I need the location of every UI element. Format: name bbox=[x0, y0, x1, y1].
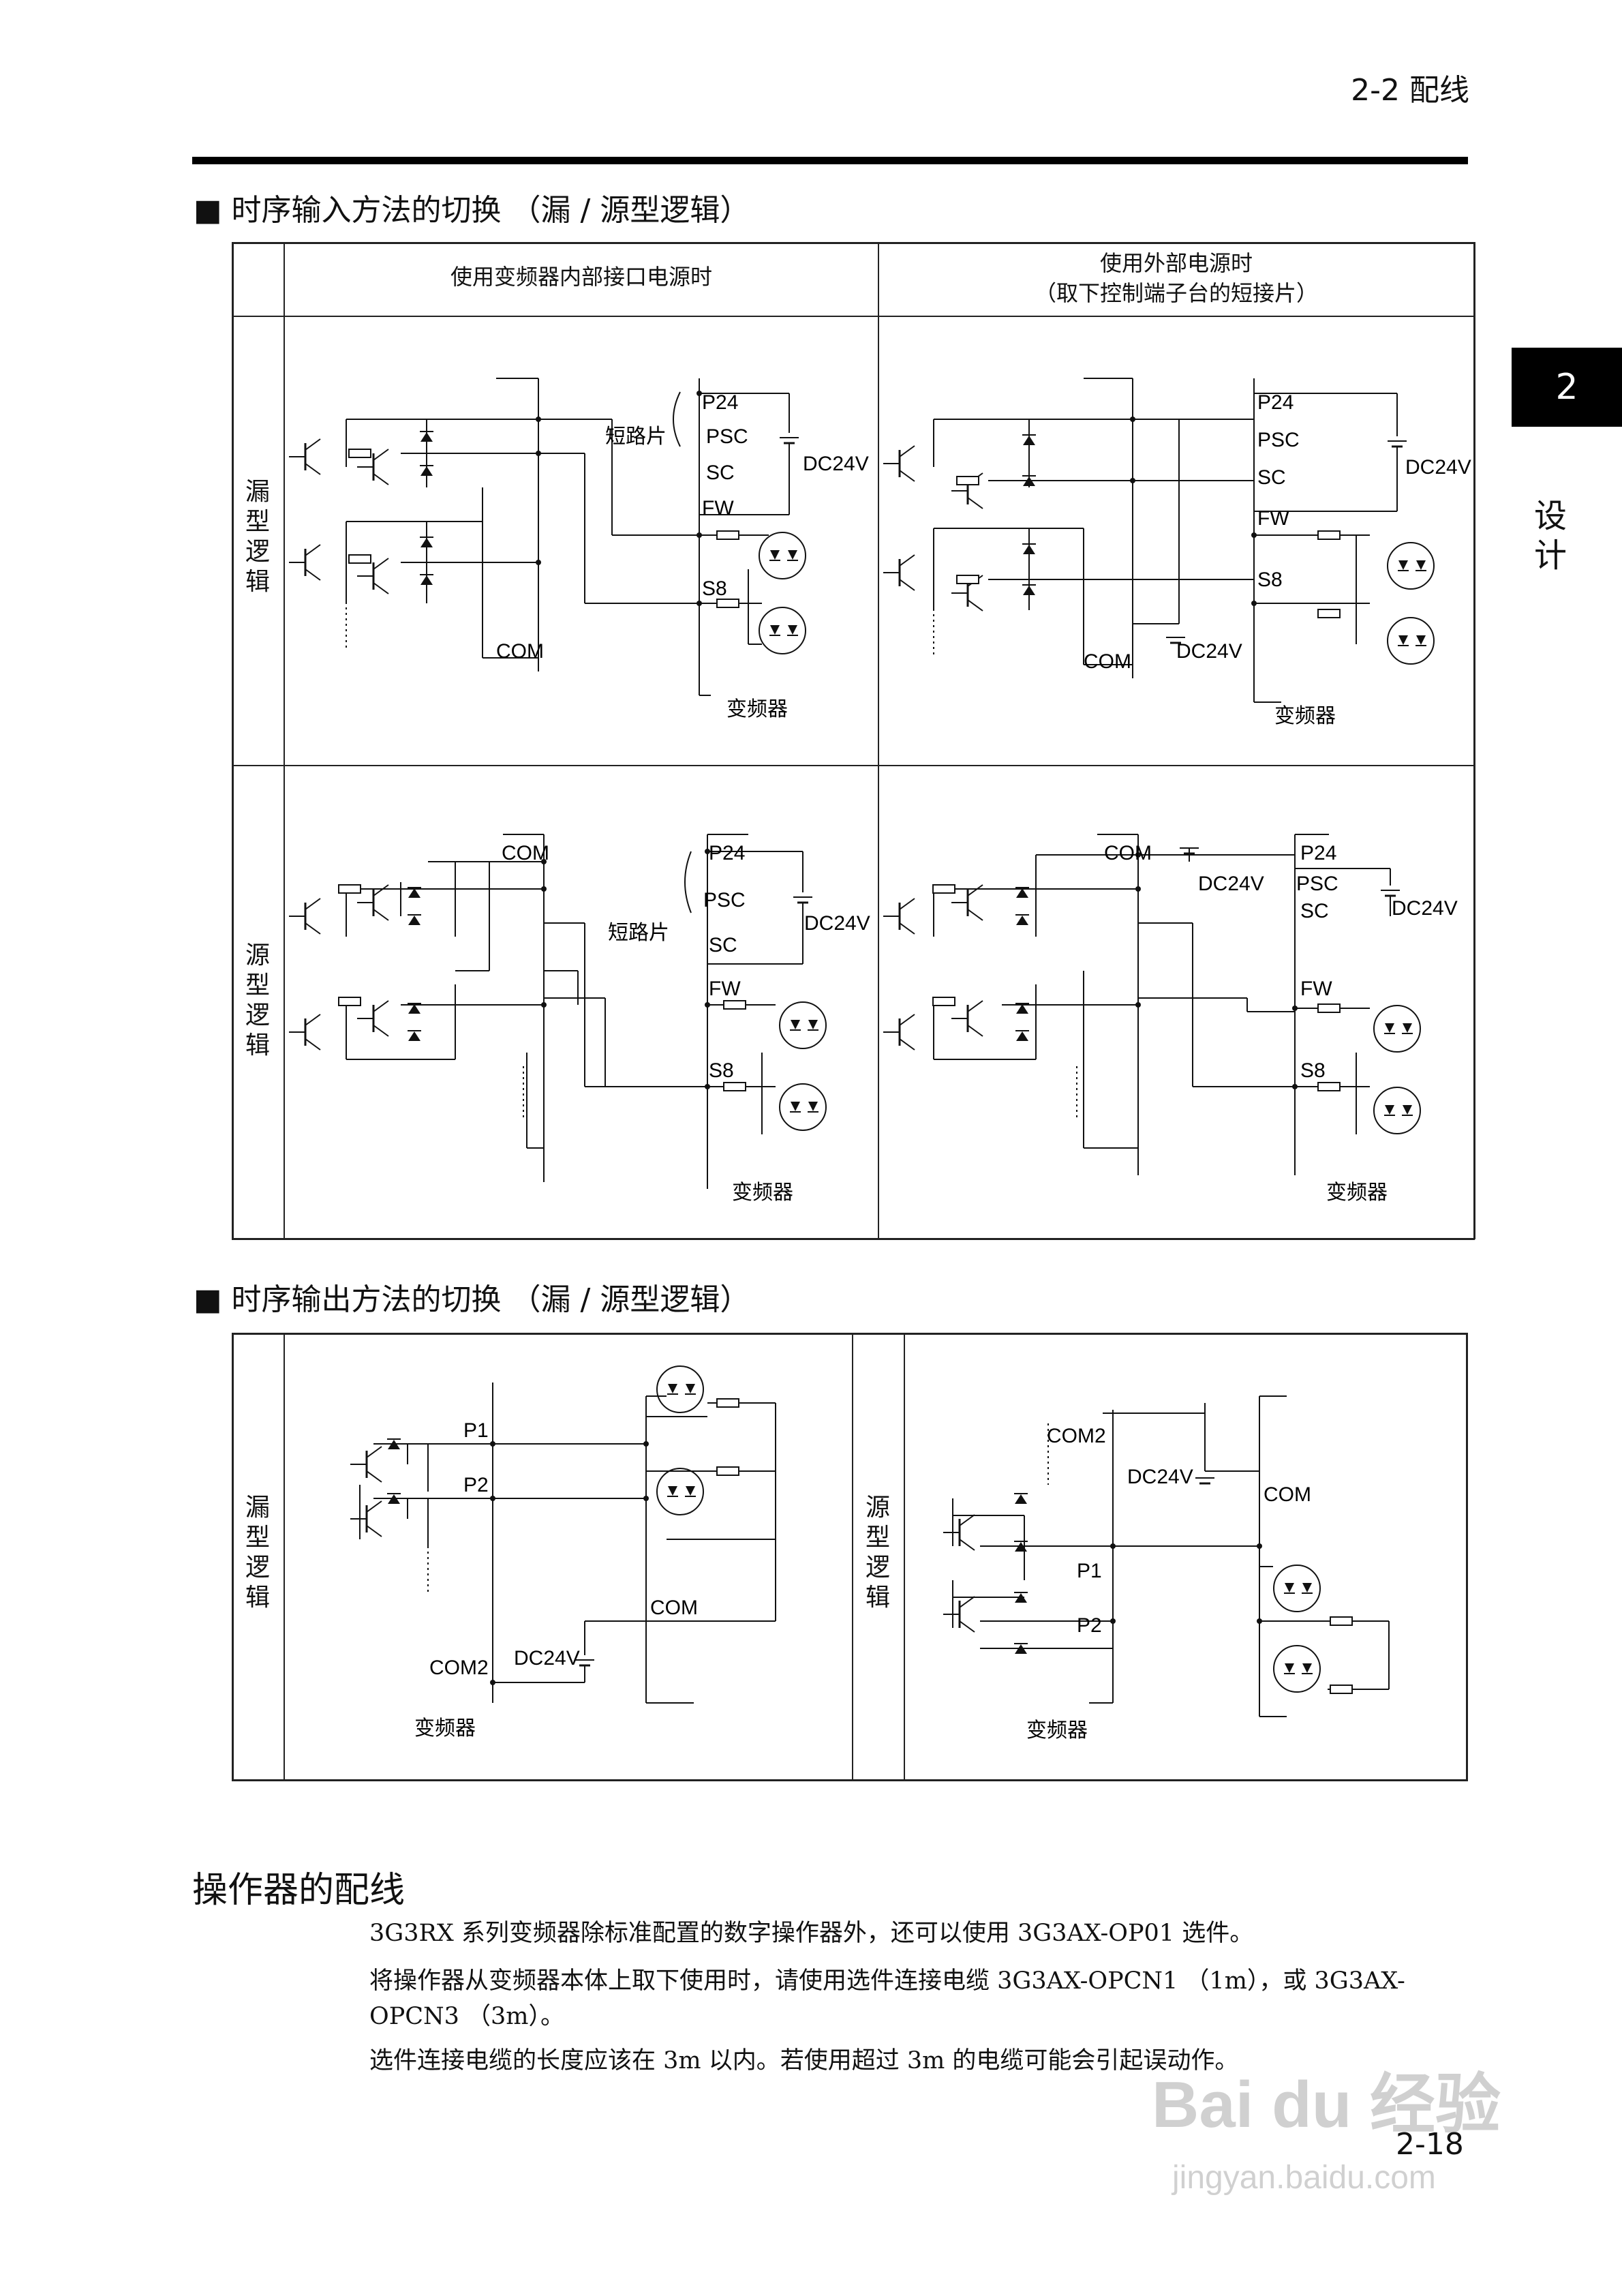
diagram-label: P24 bbox=[1300, 842, 1336, 864]
diagram-label: S8 bbox=[709, 1059, 734, 1082]
diagram-source-internal: COM P24 PSC SC FW S8 DC24V 短路片 变频器 bbox=[288, 766, 870, 1205]
label-psc: PSC bbox=[706, 425, 748, 448]
diagram-label: DC24V bbox=[1176, 640, 1242, 663]
table-border-left bbox=[232, 1333, 234, 1781]
chapter-label: 设 计 bbox=[1533, 497, 1567, 575]
diagram-label: P2 bbox=[463, 1474, 489, 1496]
diagram-label: DC24V bbox=[514, 1647, 580, 1670]
page-number: 2-18 bbox=[1396, 2127, 1464, 2162]
header-rule bbox=[192, 157, 1468, 164]
table-rule bbox=[878, 242, 879, 1239]
table-rule bbox=[232, 765, 1475, 766]
diagram-label: SC bbox=[709, 934, 737, 956]
label-short-bar: 短路片 bbox=[605, 425, 667, 449]
diagram-label: DC24V bbox=[804, 912, 870, 935]
table-border-right bbox=[1473, 242, 1475, 1239]
diagram-label: COM bbox=[502, 842, 549, 864]
operator-para3: 选件连接电缆的长度应该在 3m 以内。若使用超过 3m 的电缆可能会引起误动作。 bbox=[369, 2047, 1239, 2074]
diagram-label: P24 bbox=[709, 842, 745, 864]
diagram-label: FW bbox=[1257, 507, 1289, 530]
table-rule bbox=[904, 1333, 905, 1781]
diagram-label: P1 bbox=[463, 1419, 489, 1442]
row-label-source: 源 型 逻 辑 bbox=[245, 941, 270, 1059]
label-sc: SC bbox=[706, 462, 735, 484]
operator-para2b: OPCN3 （3m）。 bbox=[369, 2003, 564, 2030]
label-inverter: 变频器 bbox=[726, 697, 788, 721]
diagram-label: COM2 bbox=[1047, 1425, 1106, 1447]
label-fw: FW bbox=[702, 497, 734, 519]
diagram-label: 变频器 bbox=[732, 1181, 793, 1205]
label-p24: P24 bbox=[702, 391, 738, 414]
column-header-external: 使用外部电源时 （取下控制端子台的短接片） bbox=[879, 248, 1473, 308]
diagram-label: FW bbox=[1300, 978, 1332, 1000]
diagram-output-source: COM2 DC24V COM P1 P2 变频器 bbox=[942, 1335, 1466, 1742]
table-border-top bbox=[232, 1333, 1468, 1335]
baidu-watermark: Bai du 经验 jingyan.baidu.com bbox=[1152, 2068, 1501, 2196]
diagram-label: DC24V bbox=[1405, 456, 1471, 479]
operator-para2a: 将操作器从变频器本体上取下使用时，请使用选件连接电缆 3G3AX-OPCN1 （… bbox=[369, 1967, 1405, 1995]
diagram-label: S8 bbox=[1300, 1059, 1326, 1082]
diagram-label: 短路片 bbox=[608, 921, 669, 945]
diagram-label: PSC bbox=[1296, 873, 1338, 895]
diagram-label: 变频器 bbox=[414, 1717, 476, 1740]
diagram-label: COM bbox=[1084, 650, 1131, 673]
table-rule bbox=[852, 1333, 853, 1781]
diagram-label: P24 bbox=[1257, 391, 1294, 414]
table-rule bbox=[284, 1333, 285, 1781]
diagram-label: DC24V bbox=[1198, 873, 1264, 895]
section-heading-output: ■ 时序输出方法的切换 （漏 / 源型逻辑） bbox=[194, 1282, 750, 1317]
label-com: COM bbox=[496, 640, 544, 663]
label-s8: S8 bbox=[702, 577, 727, 600]
diagram-source-external: COM DC24V P24 PSC SC FW S8 DC24V 变频器 bbox=[882, 766, 1458, 1205]
chapter-number: 2 bbox=[1555, 367, 1578, 408]
column-header-external-line1: 使用外部电源时 bbox=[1099, 250, 1253, 276]
section-header: 2-2 配线 bbox=[1351, 73, 1469, 108]
section-heading-input: ■ 时序输入方法的切换 （漏 / 源型逻辑） bbox=[194, 193, 750, 228]
table-border-top bbox=[232, 242, 1475, 244]
label-dc24v: DC24V bbox=[803, 453, 869, 475]
table-rule bbox=[284, 242, 285, 1239]
operator-title: 操作器的配线 bbox=[192, 1870, 406, 1911]
diagram-label: COM2 bbox=[429, 1657, 489, 1679]
table-border-bottom bbox=[232, 1779, 1468, 1781]
diagram-label: 变频器 bbox=[1326, 1181, 1388, 1205]
diagram-sink-external: P24 PSC SC FW S8 COM DC24V DC24V 变频器 bbox=[882, 317, 1471, 728]
watermark-url: jingyan.baidu.com bbox=[1171, 2160, 1436, 2196]
diagram-label: SC bbox=[1300, 900, 1329, 922]
column-header-internal: 使用变频器内部接口电源时 bbox=[450, 264, 712, 290]
diagram-label: COM bbox=[1104, 842, 1152, 864]
operator-para1: 3G3RX 系列变频器除标准配置的数字操作器外，还可以使用 3G3AX-OP01… bbox=[369, 1920, 1254, 1947]
table-border-left bbox=[232, 242, 234, 1239]
diagram-label: 变频器 bbox=[1274, 704, 1336, 728]
diagram-sink-internal: P24 PSC SC FW S8 COM DC24V 短路片 变频器 bbox=[288, 317, 869, 721]
row-label-sink-output: 漏 型 逻 辑 bbox=[245, 1494, 270, 1612]
diagram-label: DC24V bbox=[1392, 897, 1458, 920]
diagram-label: COM bbox=[1264, 1483, 1311, 1506]
diagram-label: PSC bbox=[1257, 429, 1300, 451]
table-border-right bbox=[1466, 1333, 1468, 1781]
diagram-label: COM bbox=[650, 1597, 698, 1619]
diagram-output-sink: P1 P2 COM COM2 DC24V 变频器 bbox=[349, 1365, 852, 1740]
diagram-label: P1 bbox=[1077, 1560, 1102, 1582]
table-border-bottom bbox=[232, 1238, 1475, 1240]
diagram-label: SC bbox=[1257, 466, 1286, 489]
diagram-label: PSC bbox=[703, 889, 746, 911]
column-header-external-line2: （取下控制端子台的短接片） bbox=[1034, 280, 1318, 306]
diagram-label: S8 bbox=[1257, 569, 1283, 591]
row-label-source-output: 源 型 逻 辑 bbox=[865, 1494, 890, 1612]
watermark-brand: Bai du 经验 bbox=[1152, 2068, 1501, 2141]
table-rule bbox=[232, 316, 1475, 317]
chapter-tab: 2 bbox=[1512, 348, 1622, 427]
row-label-sink: 漏 型 逻 辑 bbox=[245, 478, 270, 596]
diagram-label: DC24V bbox=[1127, 1466, 1193, 1488]
diagram-label: P2 bbox=[1077, 1614, 1102, 1637]
diagram-label: FW bbox=[709, 978, 741, 1000]
diagram-label: 变频器 bbox=[1026, 1719, 1088, 1742]
